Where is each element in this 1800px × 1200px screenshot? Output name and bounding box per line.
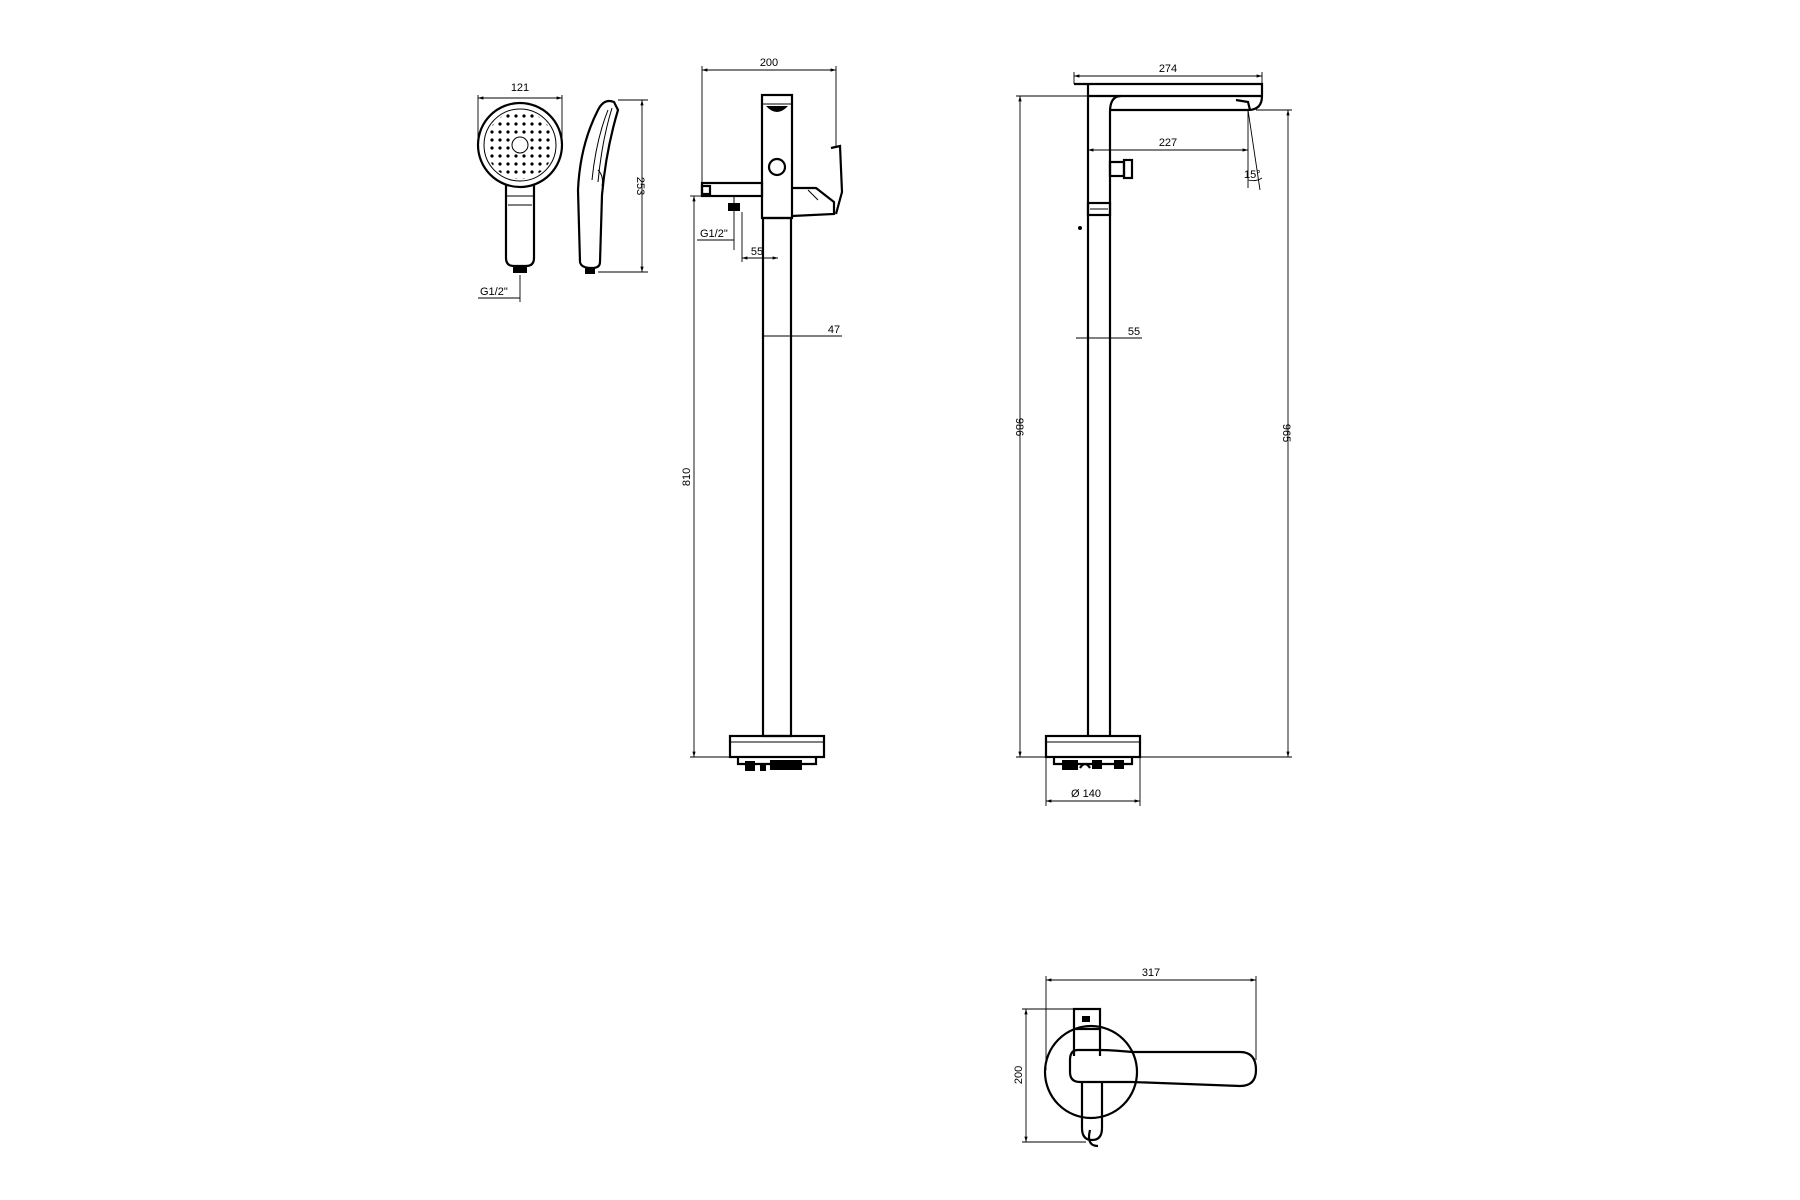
side-base-dimension: Ø 140 bbox=[1045, 757, 1141, 806]
side-riser-dimension: 55 bbox=[1076, 326, 1142, 339]
side-spout-dimension: 227 15° bbox=[1088, 109, 1263, 191]
top-length-dimension: 317 bbox=[1045, 967, 1257, 1070]
front-width-dimension: 200 bbox=[701, 57, 837, 182]
hs-width-label: 121 bbox=[511, 82, 529, 94]
front-riser-dimension: 47 bbox=[763, 324, 842, 337]
side-total-dimension: 986 bbox=[1013, 95, 1088, 758]
front-thread-dimension: G1/2" bbox=[697, 211, 735, 250]
front-thread-label: G1/2" bbox=[700, 228, 728, 240]
side-outlet-label: 965 bbox=[1280, 424, 1292, 442]
top-length-label: 317 bbox=[1142, 967, 1160, 979]
hand-shower-thread-dimension: G1/2" bbox=[478, 275, 521, 302]
front-offset-label: 55 bbox=[751, 246, 763, 258]
side-base-label: Ø 140 bbox=[1071, 788, 1101, 800]
side-riser-label: 55 bbox=[1128, 326, 1140, 338]
side-outlet-dimension: 965 bbox=[1140, 109, 1292, 758]
front-view bbox=[700, 93, 844, 771]
top-depth-dimension: 200 bbox=[1013, 1008, 1086, 1143]
front-height-dimension: 810 bbox=[681, 195, 730, 758]
side-total-label: 986 bbox=[1013, 418, 1025, 436]
top-depth-label: 200 bbox=[1013, 1066, 1025, 1084]
hand-shower-height-dimension: 253 bbox=[598, 99, 648, 273]
front-riser-label: 47 bbox=[828, 324, 840, 336]
side-spout-label: 227 bbox=[1159, 137, 1177, 149]
hand-shower-width-dimension: 121 bbox=[477, 82, 563, 140]
side-reach-label: 274 bbox=[1159, 63, 1177, 75]
front-width-label: 200 bbox=[760, 57, 778, 69]
hs-height-label: 253 bbox=[634, 177, 646, 195]
side-view bbox=[1044, 82, 1264, 770]
top-view bbox=[1043, 1007, 1258, 1148]
hs-thread-label: G1/2" bbox=[480, 286, 508, 298]
hand-shower-front-view bbox=[476, 101, 564, 273]
hand-shower-side-view bbox=[576, 99, 620, 274]
front-offset-dimension: 55 bbox=[741, 212, 778, 262]
side-reach-dimension: 274 bbox=[1073, 63, 1263, 84]
front-height-label: 810 bbox=[681, 468, 693, 486]
side-angle-label: 15° bbox=[1244, 169, 1261, 181]
